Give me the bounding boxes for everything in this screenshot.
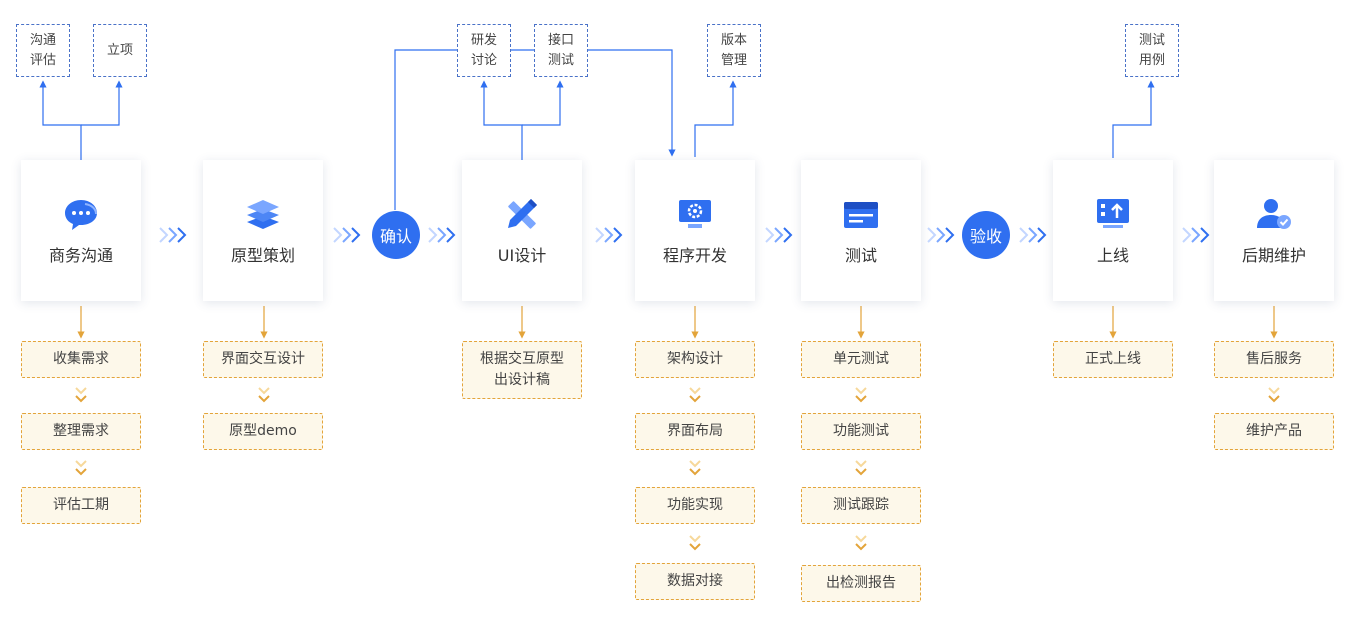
note-goutong-pinggu: 沟通 评估 (16, 24, 70, 77)
note-line: 接口 (547, 32, 574, 48)
task-box: 售后服务 (1214, 341, 1334, 378)
task-box: 界面交互设计 (203, 341, 323, 378)
note-line: 立项 (106, 42, 133, 58)
note-line: 研发 (470, 32, 497, 48)
chevron-down-icon (689, 535, 701, 551)
task-label: 根据交互原型 (480, 351, 564, 367)
note-line: 评估 (29, 52, 56, 68)
task-label: 原型demo (229, 423, 297, 439)
chevron-down-icon (855, 460, 867, 476)
monitor-upload-icon (1097, 199, 1129, 228)
chevron-right-icon (927, 227, 955, 243)
note-jiekou-ceshi: 接口 测试 (534, 24, 588, 77)
chevron-right-icon (765, 227, 793, 243)
task-box: 整理需求 (21, 413, 141, 450)
task-box: 评估工期 (21, 487, 141, 524)
milestone-yanshou: 验收 (962, 211, 1010, 259)
stage-label: 程序开发 (662, 246, 727, 265)
chevron-right-icon (428, 227, 456, 243)
stage-label: 后期维护 (1241, 246, 1306, 265)
note-line: 测试 (547, 52, 574, 68)
task-label: 单元测试 (833, 351, 889, 367)
chevron-down-icon (689, 387, 701, 403)
task-label: 收集需求 (53, 351, 109, 367)
chevron-down-icon (1268, 387, 1280, 403)
note-banben-guanli: 版本 管理 (707, 24, 761, 77)
chevron-right-icon (595, 227, 623, 243)
layers-icon (247, 200, 279, 229)
task-label: 维护产品 (1246, 423, 1302, 439)
task-label: 出设计稿 (494, 372, 550, 388)
task-box: 功能实现 (635, 487, 755, 524)
stage-ui-sheji: UI设计 (462, 160, 582, 301)
note-line: 沟通 (29, 32, 56, 48)
chevron-right-icon (159, 227, 187, 243)
chevron-down-icon (855, 535, 867, 551)
task-label: 功能实现 (667, 497, 723, 513)
task-box: 根据交互原型 出设计稿 (462, 341, 582, 399)
task-box: 数据对接 (635, 563, 755, 600)
task-label: 出检测报告 (826, 575, 896, 591)
chevron-down-icon (258, 387, 270, 403)
task-box: 出检测报告 (801, 565, 921, 602)
note-ceshi-yongli: 测试 用例 (1125, 24, 1179, 77)
task-box: 架构设计 (635, 341, 755, 378)
task-label: 架构设计 (667, 351, 723, 367)
note-lixiang: 立项 (93, 24, 147, 77)
stage-label: 测试 (844, 246, 877, 265)
stage-houqi-weihu: 后期维护 (1214, 160, 1334, 301)
task-box: 维护产品 (1214, 413, 1334, 450)
note-line: 管理 (720, 52, 747, 68)
task-label: 测试跟踪 (833, 497, 889, 513)
stage-label: 上线 (1096, 246, 1129, 265)
pencil-ruler-icon (508, 199, 537, 229)
task-box: 正式上线 (1053, 341, 1173, 378)
chevron-down-icon (855, 387, 867, 403)
stage-shangwu-goutong: 商务沟通 (21, 160, 141, 301)
task-box: 功能测试 (801, 413, 921, 450)
stage-label: 原型策划 (230, 246, 295, 265)
task-label: 界面交互设计 (221, 351, 305, 367)
task-box: 收集需求 (21, 341, 141, 378)
chevron-down-icon (75, 387, 87, 403)
stage-shangxian: 上线 (1053, 160, 1173, 301)
stage-label: UI设计 (497, 246, 547, 265)
chevron-right-icon (1019, 227, 1047, 243)
chat-bubble-icon (65, 200, 97, 230)
milestone-label: 确认 (379, 227, 412, 246)
task-label: 售后服务 (1246, 351, 1302, 367)
note-line: 测试 (1138, 32, 1165, 48)
chevron-right-icon (1182, 227, 1210, 243)
task-box: 原型demo (203, 413, 323, 450)
task-box: 测试跟踪 (801, 487, 921, 524)
stage-ceshi: 测试 (801, 160, 921, 301)
task-label: 功能测试 (833, 423, 889, 439)
chevron-right-icon (333, 227, 361, 243)
stage-label: 商务沟通 (48, 246, 113, 265)
user-check-icon (1257, 199, 1291, 229)
task-label: 界面布局 (667, 423, 723, 439)
monitor-gear-icon (679, 200, 711, 228)
milestone-label: 验收 (969, 227, 1002, 246)
chevron-down-icon (75, 460, 87, 476)
note-line: 讨论 (470, 52, 497, 68)
chevron-down-icon (689, 460, 701, 476)
browser-window-icon (844, 202, 878, 228)
milestone-queren: 确认 (372, 211, 420, 259)
task-label: 正式上线 (1085, 351, 1141, 367)
task-box: 界面布局 (635, 413, 755, 450)
note-line: 版本 (720, 32, 747, 48)
task-label: 数据对接 (667, 573, 723, 589)
note-line: 用例 (1138, 52, 1165, 68)
stage-yuanxing-cehua: 原型策划 (203, 160, 323, 301)
stage-chengxu-kaifa: 程序开发 (635, 160, 755, 301)
note-yanfa-taolun: 研发 讨论 (457, 24, 511, 77)
task-label: 评估工期 (53, 497, 109, 513)
task-label: 整理需求 (53, 423, 109, 439)
task-box: 单元测试 (801, 341, 921, 378)
